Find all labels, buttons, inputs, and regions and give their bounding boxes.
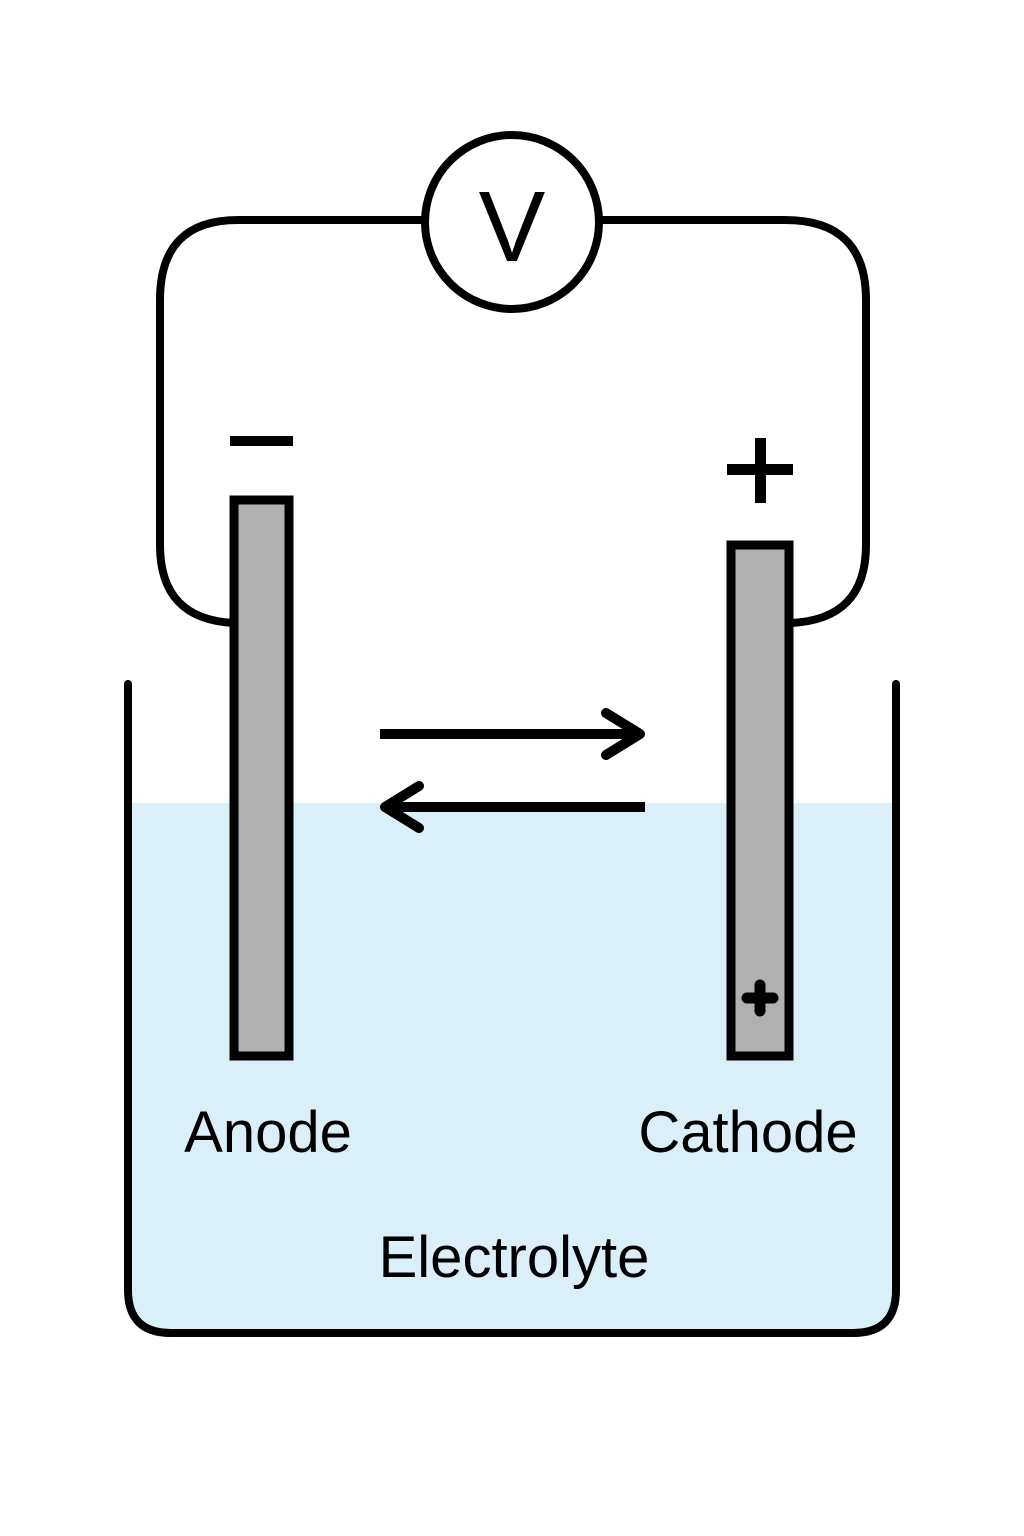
cathode-electrode bbox=[726, 540, 794, 1061]
voltmeter: V bbox=[421, 131, 603, 313]
electrolyte-liquid bbox=[128, 803, 896, 1333]
cathode-label: Cathode bbox=[638, 1100, 857, 1165]
cation-plus-icon bbox=[741, 979, 779, 1017]
anode-label: Anode bbox=[184, 1100, 352, 1165]
arrow-right-icon bbox=[380, 708, 645, 760]
electrolyte-label: Electrolyte bbox=[379, 1225, 650, 1290]
voltmeter-symbol: V bbox=[479, 171, 546, 283]
voltmeter-circle bbox=[421, 131, 603, 313]
circuit-wire-left bbox=[156, 216, 425, 627]
arrow-left-icon bbox=[380, 781, 645, 833]
beaker bbox=[124, 680, 900, 1337]
circuit-wire-right bbox=[600, 216, 870, 627]
cathode-plus-sign bbox=[727, 438, 793, 503]
anode-minus-sign bbox=[230, 436, 293, 446]
anode-electrode bbox=[229, 495, 294, 1061]
